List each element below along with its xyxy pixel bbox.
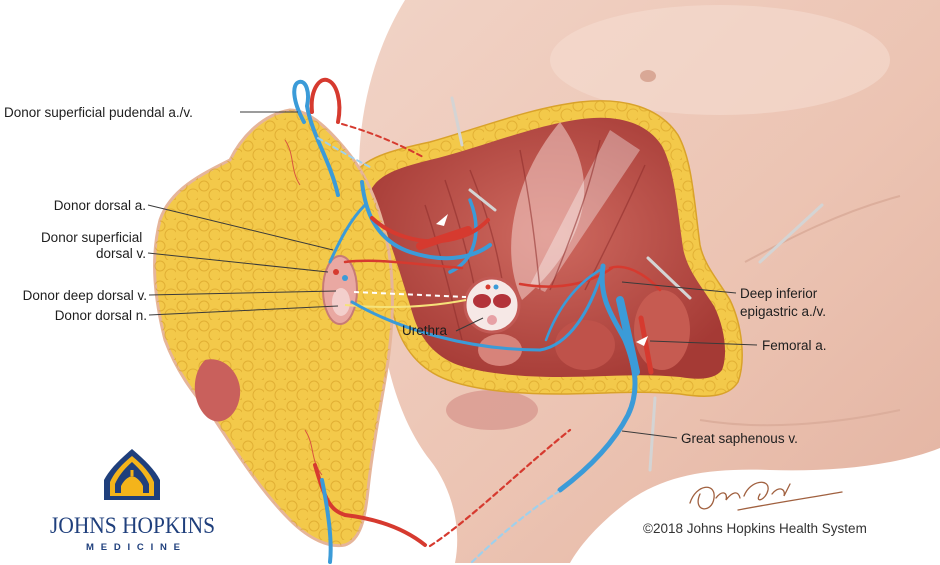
label-line: Donor superficial [41,230,142,245]
deep-inferior-epigastric-vein [544,268,602,342]
femoral-artery [638,315,654,375]
label-deep-inferior-epigastric: Deep inferior epigastric a./v. [740,286,826,319]
logo-wordmark: JOHNS HOPKINS [50,513,215,538]
leader-deep-inferior-epigastric [621,281,737,294]
donor-graft-fat-texture [154,110,393,546]
leader-deep-dorsal-vein [148,290,337,296]
graft-surface-vessel [304,429,323,476]
dorsal-artery-route [518,266,614,288]
logo-subtitle: MEDICINE [86,542,180,553]
dorsal-artery-graft [343,259,464,270]
label-line: dorsal v. [96,246,146,261]
flow-arrow-icon [436,214,448,226]
abdomen-highlight [550,5,890,115]
deep-dorsal-vein-route [350,270,604,352]
navel [640,70,656,82]
label-line: epigastric a./v. [740,304,826,319]
leader-superficial-dorsal-vein [147,252,329,273]
retractor-rod [450,96,464,147]
retractor-rod [648,396,657,472]
donor-glans [194,359,241,422]
label-superficial-pudendal: Donor superficial pudendal a./v. [4,105,193,120]
great-saphenous-vein [557,263,638,493]
retractor-rod [468,188,497,212]
flow-arrow-icon [636,336,648,346]
bulbar-tissue [478,334,522,366]
label-dorsal-artery: Donor dorsal a. [54,198,146,213]
pudendal-vein-anastomosis-path [317,137,373,169]
leader-urethra [455,317,484,332]
artery-anastomosis-path-lower [428,428,572,548]
vein-anastomosis-path-lower [470,490,560,564]
deep-dorsal-vein-path [353,291,467,298]
thigh-contour [699,409,901,427]
artist-signature [689,481,843,511]
graft-vein-stump [342,275,348,281]
muscle-striation [519,149,541,291]
label-dorsal-nerve: Donor dorsal n. [55,308,147,323]
label-line: Deep inferior [740,286,818,301]
urethra-cross-section [463,276,521,334]
label-urethra: Urethra [402,323,448,338]
leader-dorsal-artery [147,204,334,251]
graft-corpora [332,288,350,316]
superficial-pudendal-vein [292,79,340,197]
leader-dorsal-nerve [148,305,339,316]
label-femoral-artery: Femoral a. [762,338,827,353]
thigh-crease [744,195,901,263]
pudendal-artery-anastomosis-path [341,123,426,159]
retractor-rod [646,256,692,300]
label-deep-dorsal-vein: Donor deep dorsal v. [23,288,147,303]
label-great-saphenous-vein: Great saphenous v. [681,431,798,446]
superficial-dorsal-vein-graft [328,203,367,264]
graft-artery-stump [333,269,339,275]
muscle-striation [424,204,463,341]
graft-vein-lower [320,478,333,564]
pelvic-floor-muscle [555,320,615,370]
leader-great-saphenous-vein [621,430,678,439]
dome-shield-icon [104,449,160,500]
muscle-striation [549,139,601,291]
retractor-rod [758,203,824,264]
graft-surface-vessel [284,139,301,186]
recipient-artery-segment [416,226,472,250]
perineum-skin [446,390,538,430]
copyright-notice: ©2018 Johns Hopkins Health System [643,521,867,536]
leader-femoral-artery [649,340,758,346]
fascia-fan [530,130,640,292]
femoral-vein [616,296,640,376]
label-superficial-dorsal-vein: Donor superficial dorsal v. [41,230,146,261]
superficial-pudendal-artery [309,77,342,124]
central-fascia [511,122,585,300]
